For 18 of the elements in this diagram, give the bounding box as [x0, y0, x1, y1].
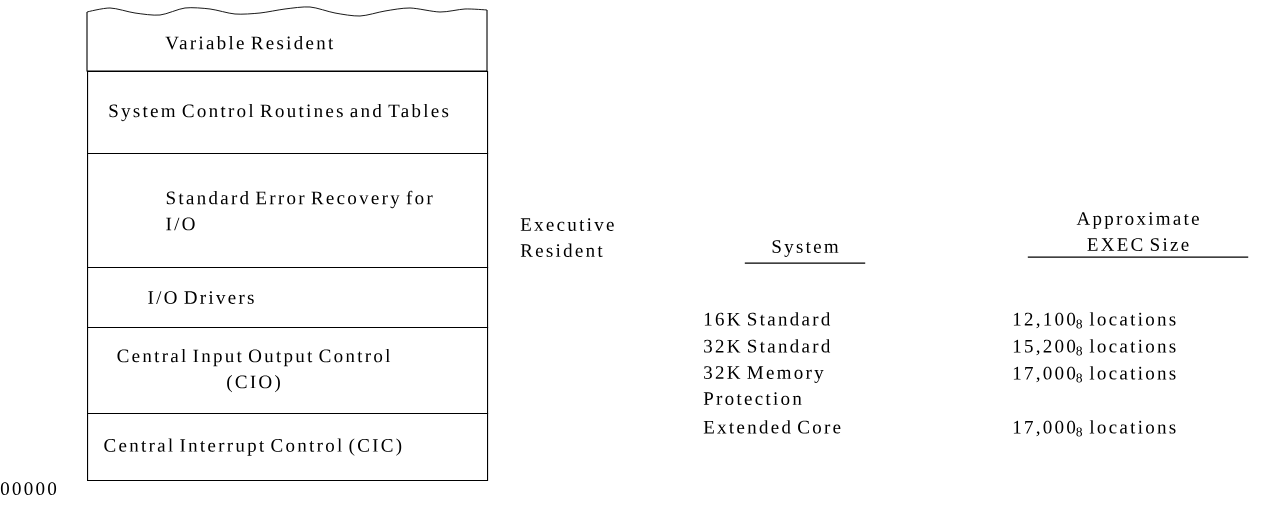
table-cell: 17,000$_{8}$ locations [1013, 420, 1176, 437]
table-cell: 32K Memory Protection [703, 366, 824, 405]
memory-region: I/O Drivers [87, 267, 489, 329]
table-cell: 15,200$_{8}$ locations [1013, 339, 1176, 356]
memory-region: Central Interrupt Control (CIC) [87, 413, 489, 482]
column-header: Approximate EXEC Size [1027, 212, 1249, 258]
address-label: 00000 [0, 482, 57, 496]
table-cell: 17,000$_{8}$ locations [1013, 366, 1176, 383]
column-header: System [744, 240, 866, 264]
memory-region: System Control Routines and Tables [87, 71, 489, 155]
memory-region: Standard Error Recovery for I/O [87, 153, 489, 269]
side-label: Executive Resident [520, 218, 614, 257]
table-cell: 12,100$_{8}$ locations [1013, 312, 1176, 329]
table-cell: Extended Core [703, 420, 841, 434]
memory-region: Variable Resident [86, 6, 488, 72]
table-cell: 16K Standard [704, 312, 831, 326]
memory-region: Central Input Output Control (CIO) [87, 327, 489, 415]
table-cell: 32K Standard [704, 339, 831, 353]
